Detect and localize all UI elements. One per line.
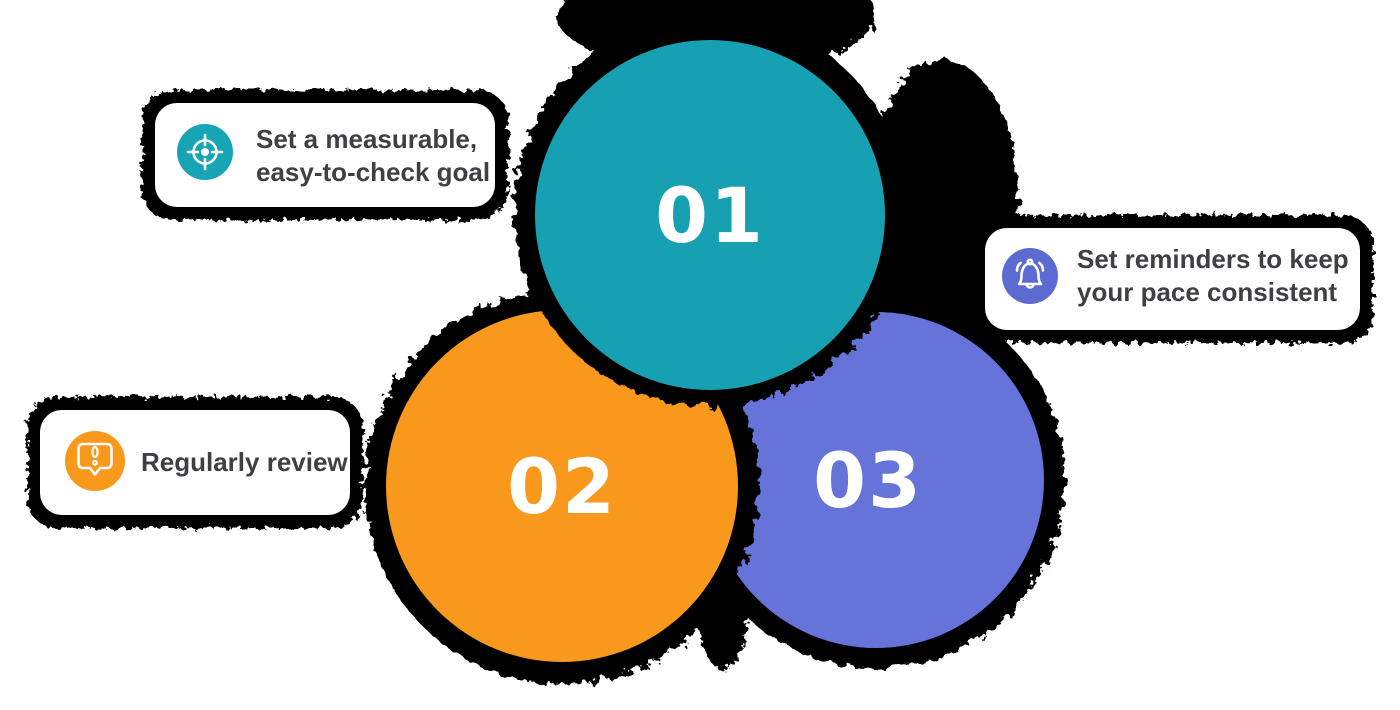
card-reminders-icon-badge	[1002, 248, 1058, 304]
step-circle-01-fill	[535, 40, 885, 390]
card-review-line1: Regularly review	[141, 447, 348, 477]
step-number-02: 02	[507, 442, 617, 531]
card-review-surface	[40, 410, 350, 515]
card-goal-line2: easy-to-check goal	[256, 157, 490, 187]
step-number-03: 03	[813, 436, 923, 525]
card-reminders-line2: your pace consistent	[1077, 277, 1337, 307]
bell-icon	[1015, 258, 1045, 289]
card-review: Regularly review	[40, 410, 350, 515]
card-goal-surface	[155, 103, 495, 207]
alert-bubble-icon	[77, 442, 113, 476]
card-goal: Set a measurable, easy-to-check goal	[155, 103, 495, 207]
step-circle-02-fill	[386, 310, 738, 662]
target-icon	[186, 133, 224, 171]
card-reminders-surface	[985, 228, 1360, 330]
card-goal-line1: Set a measurable,	[256, 124, 477, 154]
card-reminders-line1: Set reminders to keep	[1077, 244, 1349, 274]
step-circle-01: 01	[514, 15, 906, 407]
card-reminders: Set reminders to keep your pace consiste…	[985, 228, 1360, 330]
step-circle-03-fill	[708, 312, 1044, 648]
step-number-01: 01	[655, 171, 765, 260]
